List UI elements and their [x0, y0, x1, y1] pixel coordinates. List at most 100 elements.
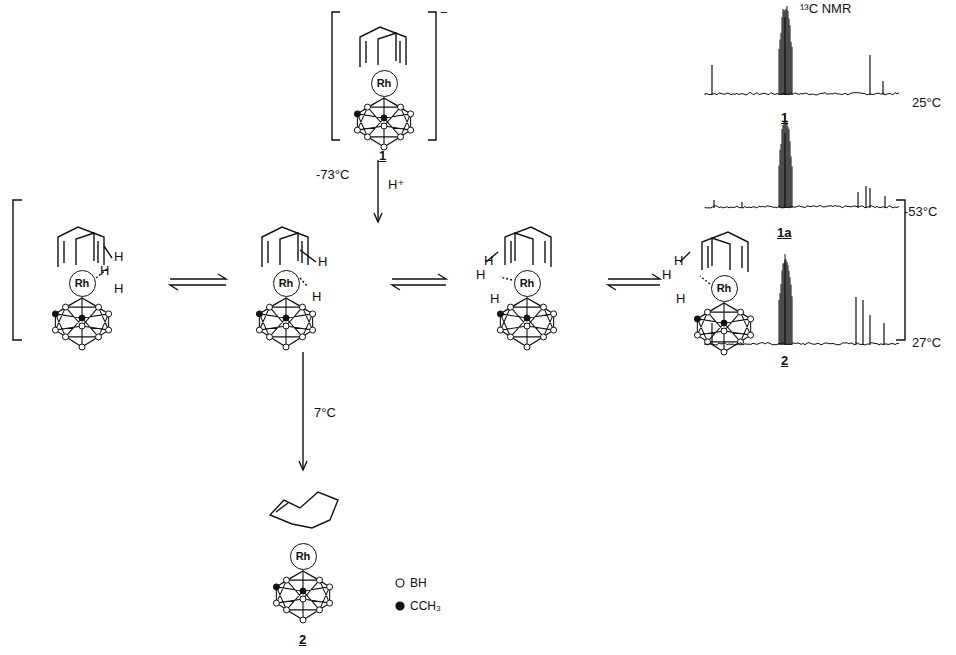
boron-vertex [398, 134, 404, 140]
double-bond [399, 41, 400, 63]
boron-vertex [267, 304, 273, 310]
metal-atom: Rh [273, 270, 300, 297]
solvent-peak [779, 6, 792, 95]
scheme-label: − [440, 6, 448, 19]
cage-bond [276, 571, 329, 620]
boron-vertex [408, 111, 414, 117]
scheme-label: H [476, 268, 485, 281]
scheme-label: H [312, 290, 321, 303]
spectrum-label: 1 [781, 111, 788, 124]
equilibrium-arrow [170, 285, 226, 290]
double-bond [63, 241, 64, 263]
cod-ring [262, 227, 308, 267]
equilibrium-arrow [392, 274, 446, 279]
agostic-bond [700, 276, 710, 284]
scheme-label: H [100, 264, 109, 277]
boron-vertex [79, 344, 85, 350]
boron-vertex [267, 334, 273, 340]
scheme-label: -73°C [316, 168, 349, 181]
agostic-bond [500, 277, 512, 280]
cod-ring [280, 233, 298, 265]
arrow-head [299, 461, 307, 470]
carbon-vertex [300, 588, 306, 594]
bracket [896, 200, 905, 340]
cage-bond [500, 298, 553, 347]
spectrum-peak [712, 17, 883, 95]
scheme-label: 1 [379, 149, 386, 162]
double-bond [510, 241, 511, 263]
carbon-vertex [283, 315, 289, 321]
metal-label: Rh [520, 278, 535, 289]
scheme-label: H⁺ [388, 178, 404, 191]
equilibrium-arrow [392, 285, 446, 290]
metal-label: Rh [75, 278, 90, 289]
cyclooctenyl-ring [270, 492, 338, 528]
boron-vertex [310, 327, 316, 333]
cod-ring [712, 238, 730, 270]
reaction-arrow [377, 160, 378, 222]
solvent-peak [779, 254, 792, 345]
double-bond [707, 246, 708, 268]
spectrum-label: 25°C [912, 96, 941, 109]
bracket [13, 200, 22, 340]
bracket [428, 12, 436, 140]
legend-sample [396, 602, 404, 610]
boron-vertex [694, 332, 700, 338]
carbon-vertex [79, 315, 85, 321]
double-bond [276, 503, 288, 512]
boron-vertex [381, 123, 387, 129]
metal-atom: Rh [69, 270, 96, 297]
spectrum-label: 27°C [912, 336, 941, 349]
boron-vertex [738, 309, 744, 315]
boron-vertex [327, 584, 333, 590]
boron-vertex [524, 323, 530, 329]
cage-bond [357, 98, 410, 147]
metal-atom: Rh [290, 543, 317, 570]
carbon-vertex [524, 315, 530, 321]
scheme-label: 2 [299, 633, 306, 646]
boron-vertex [79, 323, 85, 329]
scheme-label: H [662, 268, 671, 281]
boron-vertex [497, 327, 503, 333]
cod-ring [378, 33, 396, 65]
metal-label: Rh [717, 283, 732, 294]
carbon-vertex [273, 584, 279, 590]
double-bond [544, 241, 545, 263]
boron-vertex [541, 304, 547, 310]
boron-vertex [398, 104, 404, 110]
boron-vertex [273, 600, 279, 606]
boron-vertex [541, 334, 547, 340]
equilibrium-arrow [608, 285, 660, 290]
boron-vertex [748, 316, 754, 322]
boron-vertex [310, 311, 316, 317]
double-bond [267, 241, 268, 263]
metal-atom: Rh [514, 270, 541, 297]
metal-atom: Rh [371, 70, 398, 97]
spectrum-peak [714, 133, 885, 208]
c-h-bond [104, 246, 690, 262]
scheme-label: H [676, 292, 685, 305]
carbon-vertex [721, 320, 727, 326]
arrow-head [374, 213, 382, 222]
boron-vertex [551, 311, 557, 317]
boron-vertex [63, 304, 69, 310]
boron-vertex [317, 607, 323, 613]
boron-vertex [721, 349, 727, 355]
boron-vertex [551, 327, 557, 333]
equilibrium-arrow [608, 274, 660, 279]
carbon-vertex [381, 115, 387, 121]
boron-vertex [52, 327, 58, 333]
boron-vertex [256, 327, 262, 333]
double-bond [741, 246, 742, 268]
carbon-vertex [256, 311, 262, 317]
boron-vertex [300, 334, 306, 340]
boron-vertex [300, 617, 306, 623]
spectrum-peak [712, 260, 884, 345]
legend-text: BH [410, 577, 427, 589]
carbon-vertex [694, 316, 700, 322]
scheme-label: H [484, 254, 493, 267]
boron-vertex [408, 127, 414, 133]
boron-vertex [284, 577, 290, 583]
cod-ring [702, 232, 748, 272]
